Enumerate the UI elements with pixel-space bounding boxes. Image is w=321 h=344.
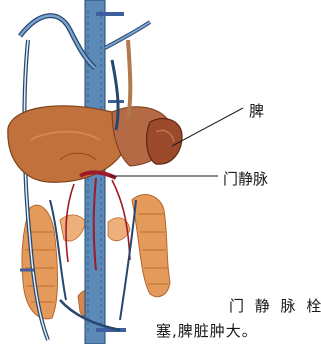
caption-line-2: 塞,脾脏肿大。 bbox=[156, 320, 258, 341]
spleen-label: 脾 bbox=[249, 100, 264, 121]
caption-line-1: 门 静 脉 栓 bbox=[229, 295, 321, 316]
portal-vein-label: 门静脉 bbox=[223, 168, 268, 189]
liver bbox=[8, 106, 128, 182]
spleen bbox=[147, 118, 182, 164]
descending-colon bbox=[132, 195, 170, 297]
spleen-leader-line bbox=[172, 108, 243, 146]
